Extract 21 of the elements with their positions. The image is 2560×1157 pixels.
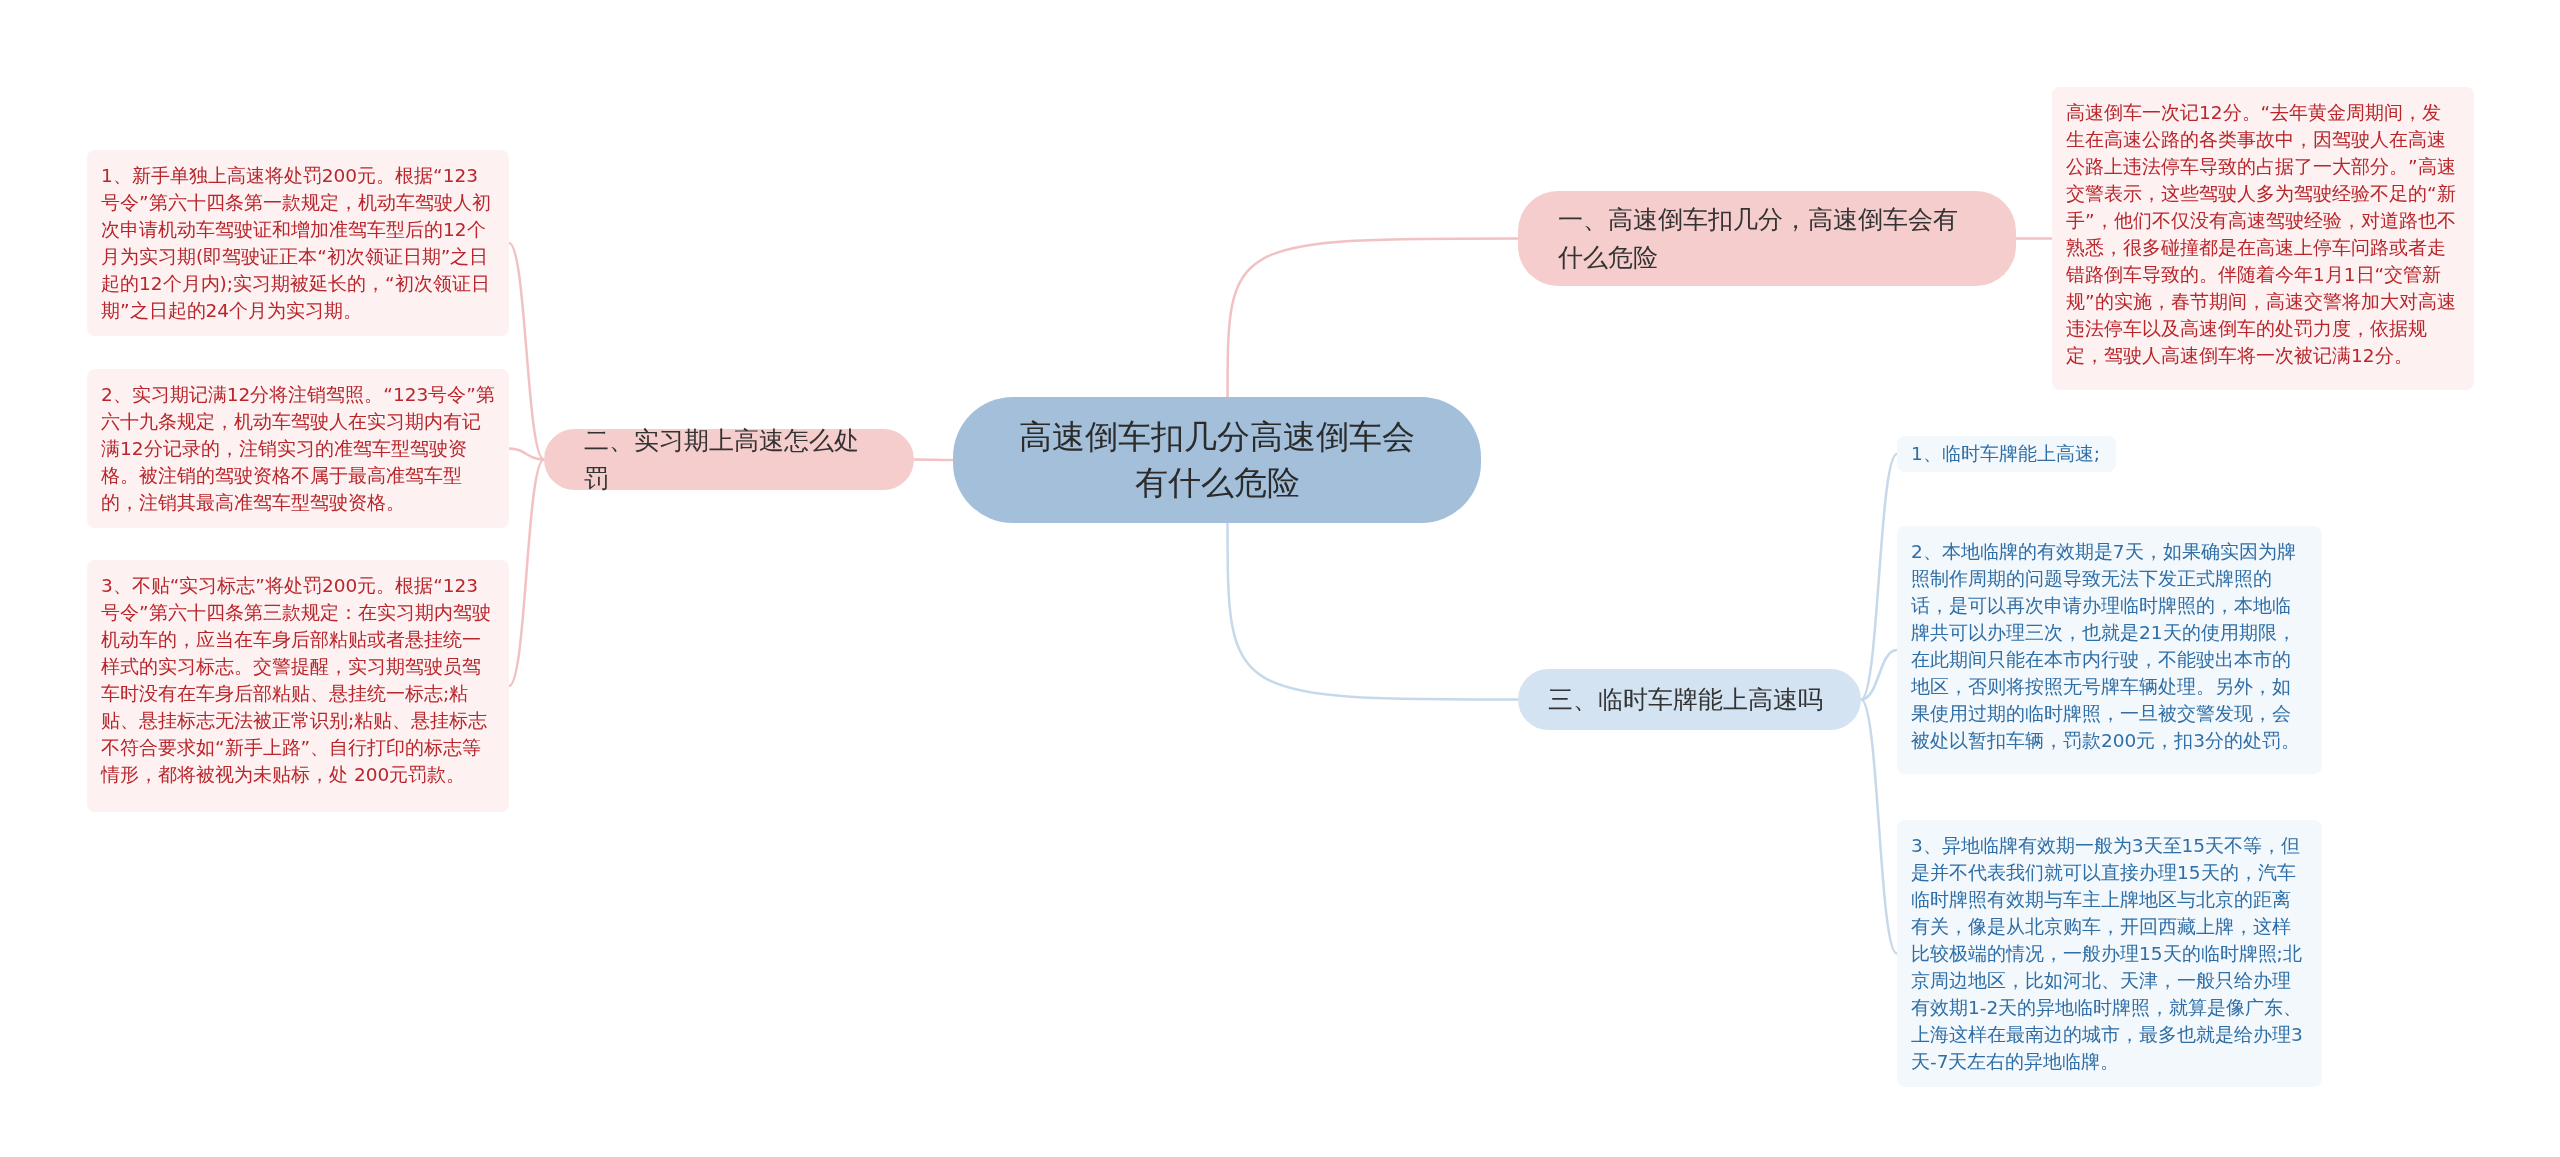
connector-line <box>508 458 545 687</box>
connector-line <box>1226 237 1518 397</box>
text-box: 高速倒车一次记12分。“去年黄金周期间，发生在高速公路的各类事故中，因驾驶人在高速公路上违法停车导致的占据了一大部分。”高速交警表示，这些驾驶人多为驾驶经验不足的“新手”，他们不仅没有高速驾驶经验，对道路也不熟悉，很多碰撞都是在高速上停车问路或者走错路倒车导致的。伴随着今年1月1日“交管新规”的实施，春节期间，高速交警将加大对高速违法停车以及高速倒车的处罚力度，依据规定，驾驶人高速倒车将一次被记满12分。 <box>2052 87 2474 390</box>
connector-line <box>1226 523 1518 701</box>
connector-line <box>2016 237 2052 240</box>
topic-box: 三、临时车牌能上高速吗 <box>1518 669 1861 730</box>
text-box: 1、临时车牌能上高速; <box>1897 436 2116 472</box>
text-box: 2、实习期记满12分将注销驾照。“123号令”第六十九条规定，机动车驾驶人在实习期内有记满12分记录的，注销实习的准驾车型驾驶资格。被注销的驾驶资格不属于最高准驾车型的，注销其最高准驾车型驾驶资格。 <box>87 369 509 528</box>
connector-line <box>914 458 953 462</box>
connector-line <box>1860 648 1898 701</box>
connector-line <box>508 242 545 461</box>
topic-box: 二、实习期上高速怎么处罚 <box>544 429 914 490</box>
topic-box: 一、高速倒车扣几分，高速倒车会有什么危险 <box>1518 191 2016 286</box>
text-box: 1、新手单独上高速将处罚200元。根据“123号令”第六十四条第一款规定，机动车驾驶人初次申请机动车驾驶证和增加准驾车型后的12个月为实习期(即驾驶证正本“初次领证日期”之日起的12个月内);实习期被延长的，“初次领证日期”之日起的24个月为实习期。 <box>87 150 509 336</box>
text-box: 3、异地临牌有效期一般为3天至15天不等，但是并不代表我们就可以直接办理15天的，汽车临时牌照有效期与车主上牌地区与北京的距离有关，像是从北京购车，开回西藏上牌，这样比较极端的情况，一般办理15天的临时牌照;北京周边地区，比如河北、天津，一般只给办理有效期1-2天的异地临时牌照，就算是像广东、上海这样在最南边的城市，最多也就是给办理3天-7天左右的异地临牌。 <box>1897 820 2322 1087</box>
connector-line <box>1860 453 1898 701</box>
text-box: 2、本地临牌的有效期是7天，如果确实因为牌照制作周期的问题导致无法下发正式牌照的话，是可以再次申请办理临时牌照的，本地临牌共可以办理三次，也就是21天的使用期限，在此期间只能在本市内行驶，不能驶出本市的地区，否则将按照无号牌车辆处理。另外，如果使用过期的临时牌照，一旦被交警发现，会被处以暂扣车辆，罚款200元，扣3分的处罚。 <box>1897 526 2322 774</box>
connector-line <box>508 447 545 461</box>
connector-line <box>1860 698 1898 955</box>
text-box: 3、不贴“实习标志”将处罚200元。根据“123号令”第六十四条第三款规定：在实习期内驾驶机动车的，应当在车身后部粘贴或者悬挂统一样式的实习标志。交警提醒，实习期驾驶员驾车时没有在车身后部粘贴、悬挂统一标志;粘贴、悬挂标志无法被正常识别;粘贴、悬挂标志不符合要求如“新手上路”、自行打印的标志等情形，都将被视为未贴标，处 200元罚款。 <box>87 560 509 812</box>
central-topic: 高速倒车扣几分高速倒车会有什么危险 <box>953 397 1481 523</box>
